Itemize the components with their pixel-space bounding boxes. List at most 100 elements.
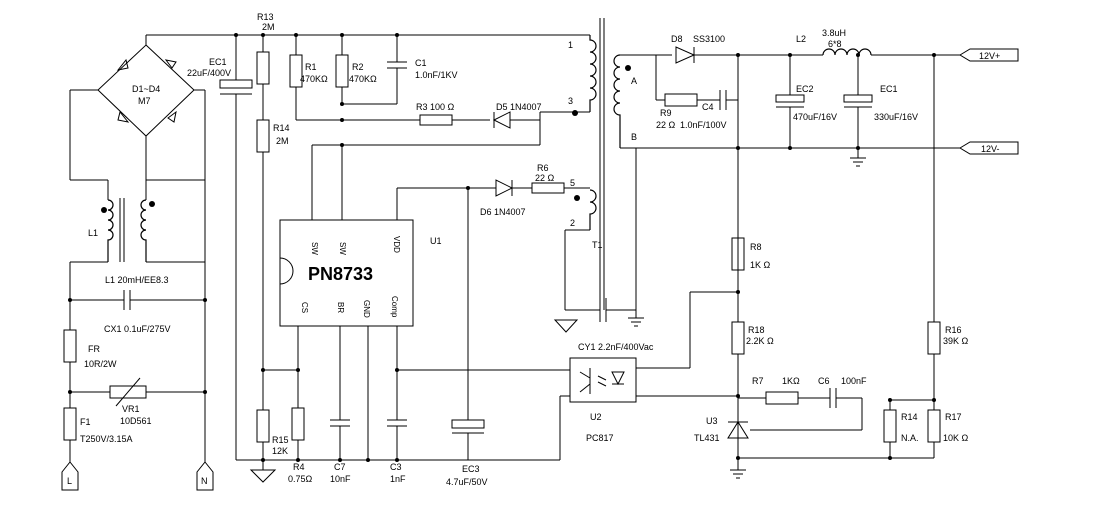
r1-value: 470KΩ xyxy=(300,74,328,84)
input-filter: L1 L1 20mH/EE8.3 CX1 0.1uF/275V FR 10R/2… xyxy=(61,90,214,491)
t1-pin1: 1 xyxy=(568,40,573,50)
y-capacitor-cy1: CY1 2.2nF/400Vac xyxy=(553,148,654,352)
u3-value: TL431 xyxy=(694,433,720,443)
c3-label: C3 xyxy=(390,462,402,472)
r4-label: R4 xyxy=(293,462,305,472)
output-negative-label: 12V- xyxy=(981,144,1000,154)
u3-label: U3 xyxy=(706,416,718,426)
pin-sw1: SW xyxy=(310,242,319,255)
c6-label: C6 xyxy=(818,376,830,386)
cy1-label: CY1 2.2nF/400Vac xyxy=(578,342,654,352)
t1-pin2: 2 xyxy=(570,218,575,228)
bulk-capacitor-ec1: EC1 22uF/400V xyxy=(187,35,253,460)
ec1o-value: 330uF/16V xyxy=(874,112,918,122)
cx1-label: CX1 0.1uF/275V xyxy=(104,324,171,334)
r6-label: R6 xyxy=(537,163,549,173)
u2-value: PC817 xyxy=(586,433,614,443)
ic-part-name: PN8733 xyxy=(308,264,373,284)
snubber-network: R1 470KΩ R2 470KΩ C1 1.0nF/1KV R3 100 Ω … xyxy=(289,35,542,129)
r4-value: 0.75Ω xyxy=(288,474,313,484)
d8-label: D8 xyxy=(671,34,683,44)
r2-value: 470KΩ xyxy=(349,74,377,84)
pin-cs: CS xyxy=(300,302,309,313)
r14o-label: R14 xyxy=(901,412,918,422)
d8-value: SS3100 xyxy=(693,34,725,44)
pin-br: BR xyxy=(336,302,345,313)
r7-label: R7 xyxy=(752,376,764,386)
r16-label: R16 xyxy=(945,325,962,335)
r3-label: R3 100 Ω xyxy=(416,102,455,112)
t1-pin5: 5 xyxy=(570,178,575,188)
ic-peripheral-parts: R4 0.75Ω C7 10nF C3 1nF EC3 4.7uF/50V xyxy=(236,407,488,487)
r9-value: 22 Ω xyxy=(656,120,676,130)
l1-value: L1 20mH/EE8.3 xyxy=(105,275,169,285)
r14o-value: N.A. xyxy=(901,433,919,443)
ec1o-label: EC1 xyxy=(880,84,898,94)
controller-ic-u1: PN8733 U1 SW SW VDD CS BR GND Comp xyxy=(263,143,540,460)
fr-label: FR xyxy=(88,344,100,354)
fr-value: 10R/2W xyxy=(84,359,117,369)
t1-pinA: A xyxy=(631,76,637,86)
u2-label: U2 xyxy=(590,412,602,422)
r15-value: 12K xyxy=(272,446,288,456)
ec3-value: 4.7uF/50V xyxy=(446,477,488,487)
l2-size: 6*8 xyxy=(828,39,842,49)
r1-label: R1 xyxy=(305,62,317,72)
c7-label: C7 xyxy=(334,462,346,472)
l2-label: L2 xyxy=(796,34,806,44)
bridge-label: D1~D4 xyxy=(132,84,160,94)
f1-value: T250V/3.15A xyxy=(80,434,133,444)
resistor-divider-r13-r14-r15: R13 2M R14 2M R15 12K xyxy=(249,12,290,483)
r14-value: 2M xyxy=(276,136,289,146)
bridge-rectifier: D1~D4 M7 xyxy=(70,35,206,180)
output-positive-label: 12V+ xyxy=(979,51,1000,61)
f1-label: F1 xyxy=(80,417,91,427)
r13-value: 2M xyxy=(262,22,275,32)
r7-value: 1KΩ xyxy=(782,376,800,386)
vr1-value: 10D561 xyxy=(120,416,152,426)
secondary-output: D8 SS3100 R9 22 Ω C4 1.0nF/100V EC2 470u… xyxy=(620,28,1019,322)
c4-label: C4 xyxy=(702,102,714,112)
r18-value: 2.2K Ω xyxy=(746,336,774,346)
l1-label: L1 xyxy=(88,228,98,238)
ec1-value: 22uF/400V xyxy=(187,68,231,78)
pin-gnd: GND xyxy=(362,300,371,318)
r6-value: 22 Ω xyxy=(535,173,555,183)
r17-value: 10K Ω xyxy=(943,433,969,443)
d6-label: D6 1N4007 xyxy=(480,207,526,217)
transformer-t1: 1 3 5 2 A B T1 xyxy=(539,18,637,310)
ec2-label: EC2 xyxy=(796,84,814,94)
r17-label: R17 xyxy=(945,412,962,422)
ec1-label: EC1 xyxy=(209,57,227,67)
r2-label: R2 xyxy=(352,62,364,72)
ec2-value: 470uF/16V xyxy=(793,112,837,122)
r8-value: 1K Ω xyxy=(750,260,771,270)
t1-pinB: B xyxy=(631,132,637,142)
vdd-supply: R6 22 Ω D6 1N4007 xyxy=(396,163,590,420)
r14-label: R14 xyxy=(273,123,290,133)
r18-label: R18 xyxy=(748,325,765,335)
c1-value: 1.0nF/1KV xyxy=(415,70,458,80)
r16-value: 39K Ω xyxy=(943,336,969,346)
l2-value: 3.8uH xyxy=(822,28,846,38)
d5-label: D5 1N4007 xyxy=(496,102,542,112)
u1-label: U1 xyxy=(430,236,442,246)
c7-value: 10nF xyxy=(330,474,351,484)
c4-value: 1.0nF/100V xyxy=(680,120,727,130)
terminal-l: L xyxy=(67,476,72,486)
pin-sw2: SW xyxy=(338,242,347,255)
r8-label: R8 xyxy=(750,242,762,252)
t1-label: T1 xyxy=(592,240,603,250)
bridge-value: M7 xyxy=(138,96,151,106)
t1-pin3: 3 xyxy=(568,96,573,106)
c3-value: 1nF xyxy=(390,474,406,484)
ec3-label: EC3 xyxy=(462,464,480,474)
r9-label: R9 xyxy=(660,108,672,118)
r15-label: R15 xyxy=(272,435,289,445)
pin-vdd: VDD xyxy=(392,236,401,253)
terminal-n: N xyxy=(201,476,208,486)
pin-comp: Comp xyxy=(390,296,399,318)
feedback-network: R8 1K Ω R18 2.2K Ω U2 PC817 R7 1KΩ C6 10… xyxy=(468,237,969,479)
